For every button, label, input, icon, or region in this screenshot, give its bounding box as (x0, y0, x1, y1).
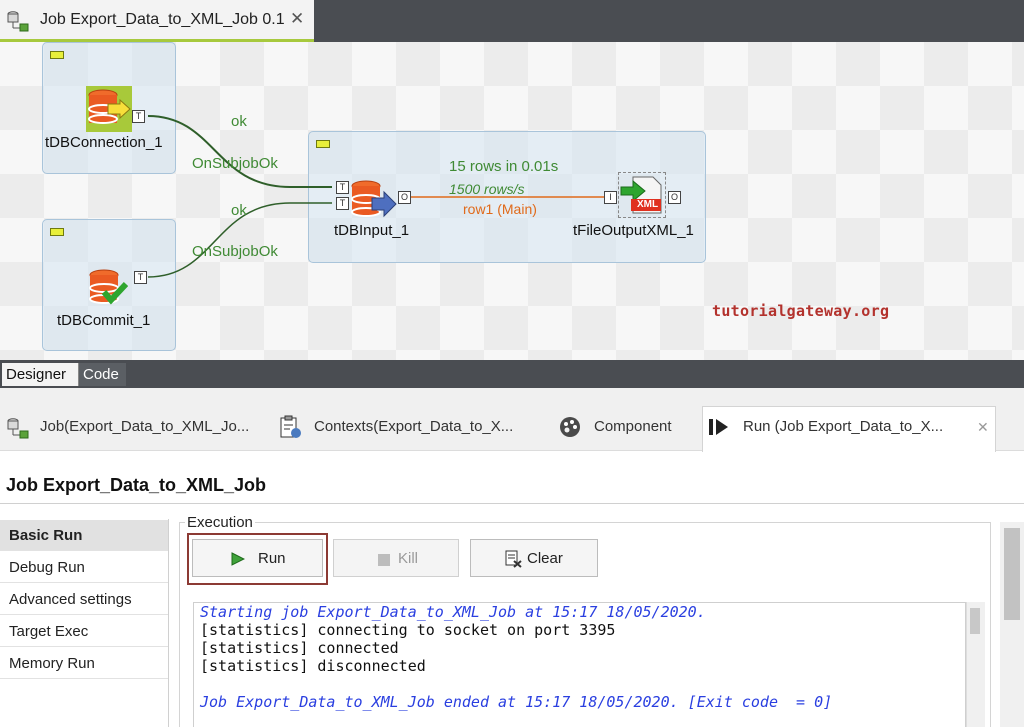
tdbinput-component[interactable] (350, 180, 398, 220)
component-label: tDBInput_1 (334, 222, 410, 239)
tab-run-label: Run (Job Export_Data_to_X... (743, 418, 944, 435)
tdbconnection-component[interactable] (86, 86, 132, 132)
component-label: tDBCommit_1 (57, 312, 151, 329)
console-line: [statistics] connected (200, 639, 399, 657)
panel-scrollbar-thumb[interactable] (1004, 528, 1020, 620)
console-line: Job Export_Data_to_XML_Job ended at 15:1… (200, 693, 833, 711)
tab-component[interactable]: Component (556, 407, 696, 449)
clear-button-label: Clear (527, 550, 563, 567)
tab-component-label: Component (594, 418, 672, 435)
job-icon (6, 417, 30, 443)
console-scrollbar-thumb[interactable] (970, 608, 980, 634)
tab-run-active-bg (702, 406, 996, 452)
watermark: tutorialgateway.org (712, 302, 890, 320)
link-label-ok: ok (231, 202, 247, 219)
link-label-onsubjobok: OnSubjobOk (192, 243, 278, 260)
console-output[interactable]: Starting job Export_Data_to_XML_Job at 1… (193, 602, 966, 727)
db-connection-icon (86, 86, 132, 136)
output-port[interactable]: O (398, 191, 411, 204)
connection-links (147, 115, 604, 278)
kill-button[interactable]: Kill (333, 539, 459, 577)
subjob-collapse-toggle[interactable] (50, 51, 64, 59)
run-button-highlight (187, 533, 328, 585)
contexts-icon (278, 415, 302, 443)
db-input-icon (350, 180, 398, 224)
tab-contexts-label: Contexts(Export_Data_to_X... (314, 418, 514, 435)
execution-label: Execution (185, 514, 255, 531)
tab-designer[interactable]: Designer (2, 363, 78, 386)
divider (0, 503, 1024, 504)
clear-icon (504, 550, 522, 572)
run-button-label: Run (258, 550, 286, 567)
divider (168, 519, 169, 727)
link-label-onsubjobok: OnSubjobOk (192, 155, 278, 172)
sidebar-item-memory-run[interactable]: Memory Run (0, 648, 168, 679)
tab-code[interactable]: Code (78, 363, 126, 386)
run-button[interactable]: Run (192, 539, 323, 577)
console-line: Starting job Export_Data_to_XML_Job at 1… (200, 603, 706, 621)
output-port[interactable]: O (668, 191, 681, 204)
palette-icon (558, 415, 582, 443)
component-label: tDBConnection_1 (45, 134, 163, 151)
tdbcommit-component[interactable] (88, 268, 129, 308)
tab-job-label: Job(Export_Data_to_XML_Jo... (40, 418, 250, 435)
sidebar-item-target-exec[interactable]: Target Exec (0, 616, 168, 647)
close-icon[interactable]: ✕ (290, 9, 305, 28)
clear-button[interactable]: Clear (470, 539, 598, 577)
job-icon (6, 10, 30, 37)
console-line: [statistics] disconnected (200, 657, 426, 675)
subjob-collapse-toggle[interactable] (50, 228, 64, 236)
kill-button-label: Kill (398, 550, 419, 567)
component-label: tFileOutputXML_1 (573, 222, 694, 239)
link-label-ok: ok (231, 113, 247, 130)
row-stats-label: 15 rows in 0.01s (449, 158, 559, 175)
subjob-collapse-toggle[interactable] (316, 140, 330, 148)
tab-run[interactable]: Run (Job Export_Data_to_X... ✕ (706, 407, 994, 449)
input-port[interactable]: I (604, 191, 617, 204)
tab-contexts[interactable]: Contexts(Export_Data_to_X... (276, 407, 536, 449)
run-view-icon (708, 417, 730, 441)
editor-tab-title: Job Export_Data_to_XML_Job 0.1 (40, 11, 285, 28)
trigger-port[interactable]: T (132, 110, 145, 123)
sidebar-item-advanced-settings[interactable]: Advanced settings (0, 584, 168, 615)
row-rate-label: 1500 rows/s (449, 181, 525, 197)
designer-code-bar (0, 360, 1024, 388)
stop-icon (378, 553, 390, 570)
trigger-port[interactable]: T (134, 271, 147, 284)
xml-file-icon (619, 176, 665, 221)
db-commit-icon (88, 269, 129, 312)
console-line: [statistics] connecting to socket on por… (200, 621, 616, 639)
play-icon (231, 552, 246, 570)
sidebar-item-debug-run[interactable]: Debug Run (0, 552, 168, 583)
row-name-label: row1 (Main) (463, 201, 537, 217)
tfileoutputxml-component[interactable]: XML (618, 172, 666, 218)
run-panel-title: Job Export_Data_to_XML_Job (6, 475, 267, 495)
execution-group (179, 522, 991, 727)
trigger-port[interactable]: T (336, 181, 349, 194)
tab-job[interactable]: Job(Export_Data_to_XML_Jo... (4, 407, 264, 449)
trigger-port[interactable]: T (336, 197, 349, 210)
xml-badge: XML (637, 199, 659, 210)
close-icon[interactable]: ✕ (977, 419, 989, 435)
sidebar-item-basic-run[interactable]: Basic Run (0, 520, 168, 551)
editor-tab-job[interactable]: Job Export_Data_to_XML_Job 0.1 ✕ (0, 0, 314, 42)
